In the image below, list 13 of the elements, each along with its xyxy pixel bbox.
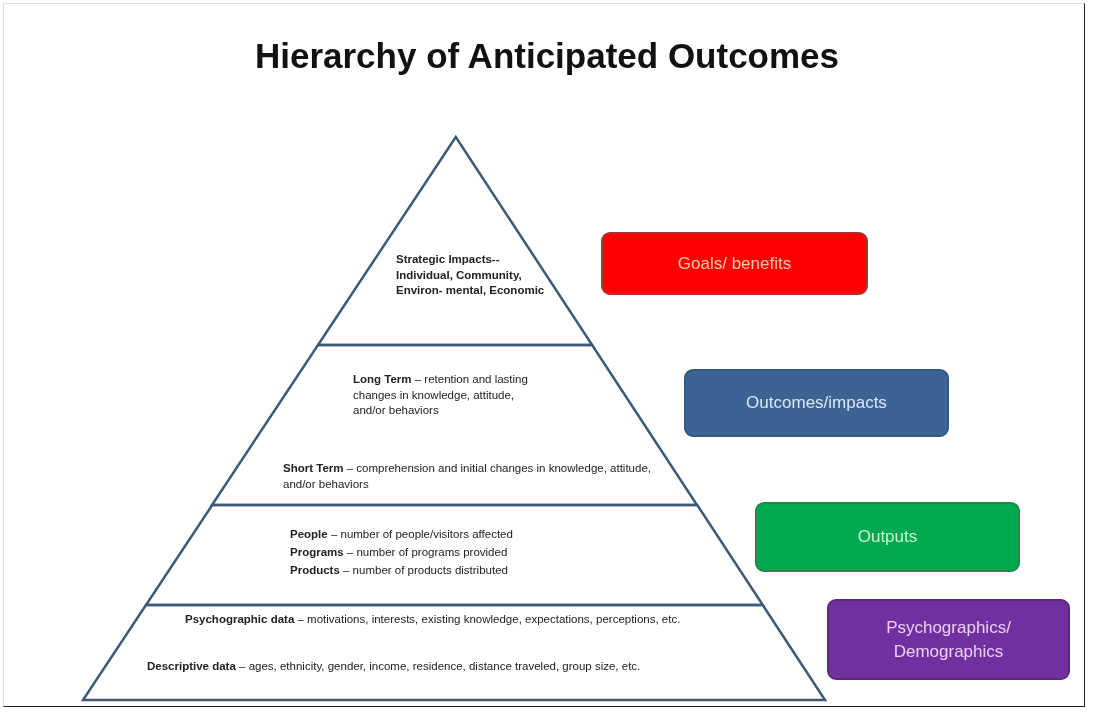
- level-description: Short Term – comprehension and initial changes in knowledge, attitude, and/or behaviors: [283, 461, 652, 492]
- level-description: Products – number of products distributed: [290, 563, 509, 578]
- category-label-box: Outputs: [755, 502, 1020, 572]
- category-label-box: Psychographics/ Demographics: [827, 599, 1070, 680]
- category-label-box: Goals/ benefits: [601, 232, 868, 295]
- category-label-box: Outcomes/impacts: [684, 369, 949, 437]
- level-description: Psychographic data – motivations, interests, existing knowledge, expectations, perceptions, etc.: [185, 612, 682, 627]
- level-description: People – number of people/visitors affected: [290, 527, 514, 542]
- level-description: Long Term – retention and lasting changes in knowledge, attitude, and/or behaviors: [353, 372, 529, 418]
- level-description: Strategic Impacts-- Individual, Community, Environ- mental, Economic: [396, 252, 546, 298]
- diagram-title: Hierarchy of Anticipated Outcomes: [253, 36, 841, 76]
- level-description: Descriptive data – ages, ethnicity, gender, income, residence, distance traveled, group size, etc.: [147, 659, 642, 674]
- level-description: Programs – number of programs provided: [290, 545, 509, 560]
